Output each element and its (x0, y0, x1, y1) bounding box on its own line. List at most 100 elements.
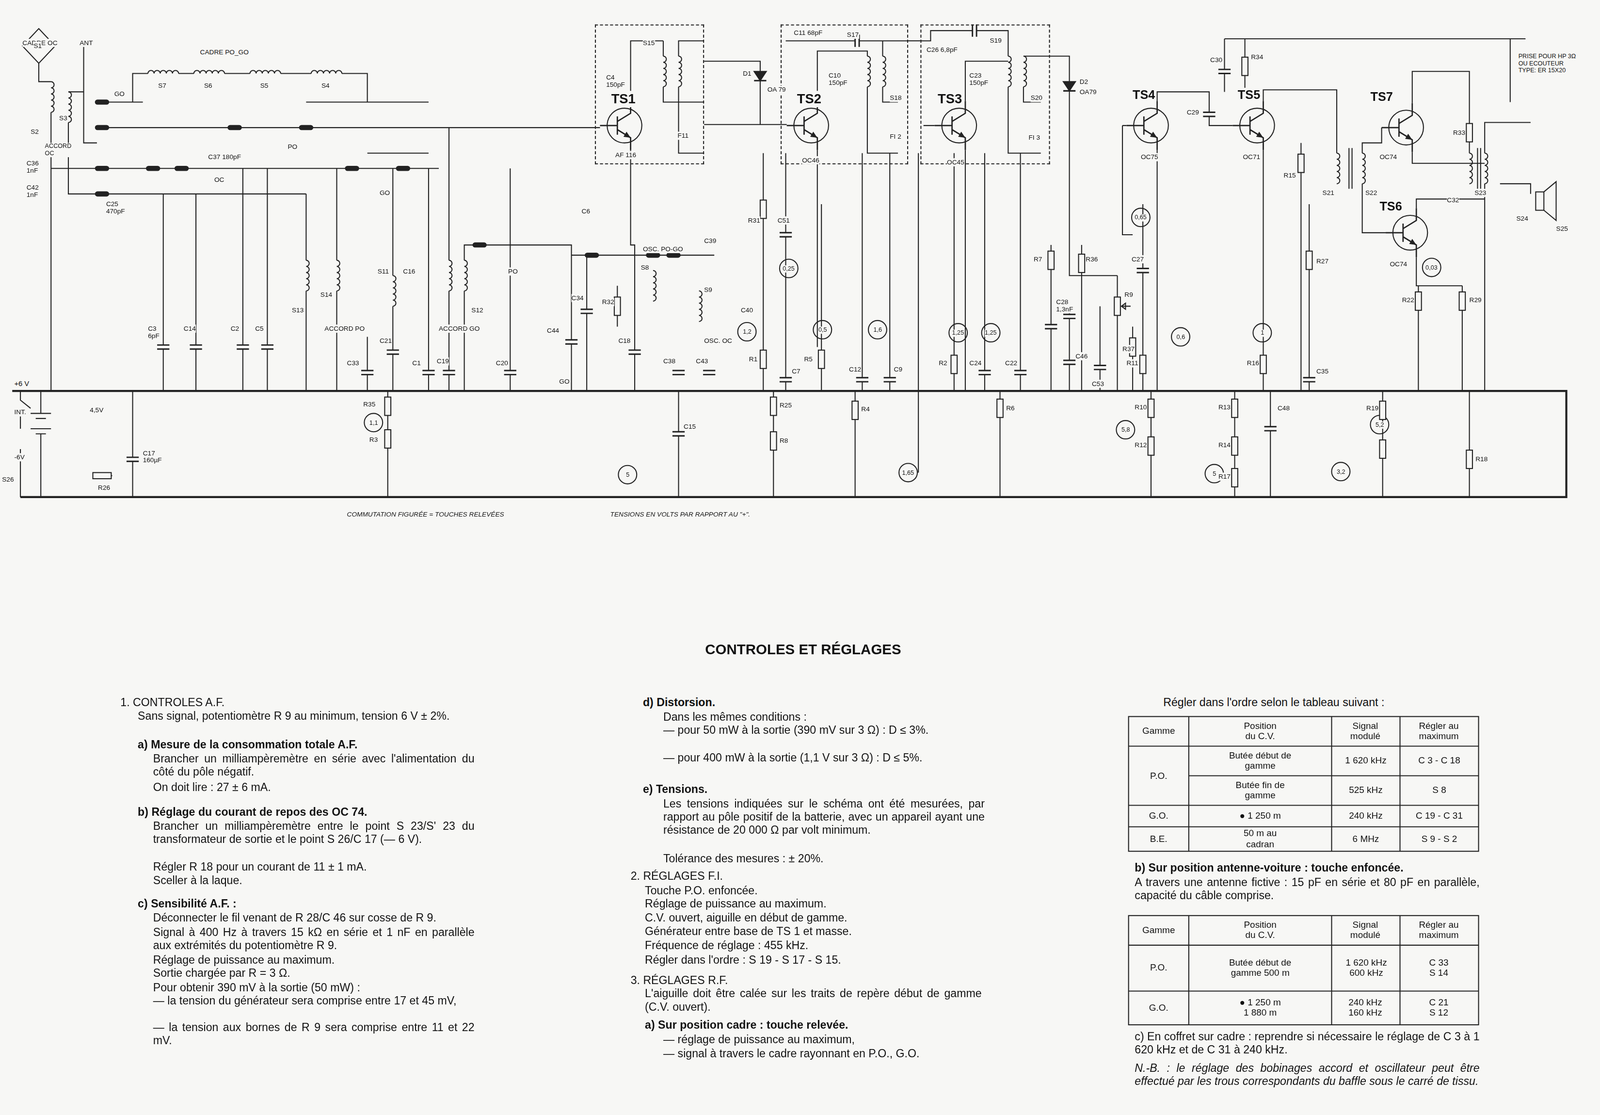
table-cell: S 9 - S 2 (1400, 832, 1479, 845)
component-label: R16 (1247, 359, 1260, 368)
component-label: PO (508, 267, 518, 275)
component-label: OSC. PO-GO (642, 244, 684, 253)
table-cell: Signal modulé (1339, 720, 1391, 742)
component-label: C39 (704, 236, 717, 245)
component-label: S2 (30, 127, 39, 136)
table-cell: Position du C.V. (1239, 720, 1281, 742)
component-label: R4 (861, 405, 870, 414)
note-text: b) Réglage du courant de repos des OC 74… (137, 805, 475, 819)
component-label: R25 (779, 400, 792, 409)
note-text: Brancher un milliampèremètre entre le po… (153, 819, 475, 847)
table-cell: P.O. (1128, 962, 1189, 974)
component-label: GO (559, 377, 570, 386)
component-label: PRISE POUR HP 3Ω OU ECOUTEUR TYPE: ER 15… (1518, 52, 1582, 75)
component-label: -6V (14, 452, 25, 461)
component-label: R29 (1469, 295, 1482, 304)
component-label: 4,5V (89, 406, 104, 415)
component-label: 160µF (143, 456, 162, 464)
component-label: F11 (677, 131, 689, 140)
component-label: Touche P.O. enfoncée. (644, 883, 758, 898)
component-label: 470pF (106, 207, 126, 215)
note-text: c) En coffret sur cadre : reprendre si n… (1134, 1029, 1480, 1057)
component-label: C14 (183, 324, 196, 333)
component-label: AF 116 (615, 150, 637, 159)
component-label: R37 (1122, 344, 1135, 353)
component-label: R15 (1283, 171, 1296, 180)
component-label: R5 (803, 354, 813, 363)
component-label: C35 (1316, 367, 1329, 376)
voltage-value: 0,25 (782, 264, 795, 272)
component-label: R31 (748, 216, 761, 224)
component-label: a) Sur position cadre : touche relevée. (644, 1018, 848, 1032)
component-label: C44 (546, 326, 560, 335)
component-label: Dans les mêmes conditions : (663, 710, 807, 724)
note-text: Déconnecter le fil venant de R 28/C 46 s… (153, 911, 475, 925)
note-text: — la tension du générateur sera comprise… (153, 993, 475, 1008)
component-label: S3 (59, 114, 68, 123)
table-cell: 240 kHz 160 kHz (1344, 996, 1386, 1019)
component-label: ACCORD PO (324, 324, 365, 333)
note-text: — la tension aux bornes de R 9 sera comp… (153, 1020, 475, 1048)
component-label: S26 (1, 475, 14, 484)
component-label: C46 (1075, 352, 1088, 360)
component-label: e) Tensions. (642, 782, 708, 797)
voltage-value: 1,6 (873, 325, 883, 334)
component-label: OC74 (1379, 153, 1397, 161)
component-label: R14 (1218, 440, 1231, 449)
shield-box: TS2OC46FI 2 (780, 24, 909, 165)
signal-wire (908, 40, 921, 42)
component-label: S23 (1474, 188, 1487, 197)
component-label: C15 (683, 422, 696, 431)
component-label: OC71 (1242, 153, 1261, 161)
transistor-label: TS2 (797, 90, 822, 107)
component-label: C5 (255, 324, 264, 333)
component-label: OC46 (801, 156, 820, 164)
voltage-value: 1 (1260, 329, 1264, 337)
voltage-value: 0,65 (1134, 213, 1147, 222)
component-label: c) Sensibilité A.F. : (137, 896, 237, 911)
component-label: OC (214, 175, 225, 184)
table-cell: C 21 S 12 (1426, 996, 1452, 1019)
component-label: R6 (1006, 403, 1015, 412)
component-label: S6 (204, 81, 213, 90)
table-cell: C 33 S 14 (1426, 956, 1452, 979)
component-label: — réglage de puissance au maximum, (663, 1032, 855, 1047)
component-label: S1 (33, 41, 42, 50)
transistor-label: TS3 (937, 90, 962, 107)
voltage-value: 5,2 (1375, 420, 1385, 429)
component-label: C29 (1186, 108, 1200, 116)
component-label: CADRE PO_GO (200, 48, 249, 56)
note-text: Brancher un milliampèremètre en série av… (153, 752, 475, 780)
component-label: R27 (1316, 256, 1329, 265)
component-label: 1,3nF (1056, 304, 1073, 313)
component-label: C9 (894, 365, 903, 373)
component-label: D2 (1079, 77, 1088, 86)
component-label: PO (287, 143, 298, 151)
component-label: Pour obtenir 390 mV à la sortie (50 mW) … (153, 980, 361, 995)
signal-wire (704, 124, 781, 126)
component-label: Régler R 18 pour un courant de 11 ± 1 mA… (153, 860, 368, 874)
component-label: C2 (230, 324, 240, 333)
table-cell: S 8 (1400, 784, 1479, 796)
component-label: R10 (1134, 402, 1147, 411)
component-label: C53 (1091, 379, 1104, 388)
component-label: S11 (377, 267, 389, 275)
component-label: C6 (581, 207, 591, 215)
note-text: L'aiguille doit être calée sur les trait… (644, 986, 982, 1014)
table-cell: Butée début de gamme 500 m (1222, 956, 1298, 979)
component-label: 3. RÉGLAGES R.F. (630, 973, 729, 988)
table-cell: Gamme (1128, 924, 1189, 936)
table-cell: ● 1 250 m (1188, 810, 1332, 822)
component-label: Tolérance des mesures : ± 20%. (663, 851, 824, 866)
table-cell: 50 m au cadran (1229, 827, 1291, 850)
component-label: INT. (14, 408, 26, 416)
component-label: C11 68pF (793, 28, 823, 37)
transistor-label: TS1 (611, 90, 636, 107)
component-label: C38 (663, 357, 676, 366)
note-text: Les tensions indiquées sur le schéma ont… (663, 797, 985, 838)
component-label: C1 (412, 359, 421, 368)
component-label: ACCORD GO (438, 324, 480, 333)
component-label: R9 (1124, 290, 1133, 299)
component-label: C7 (791, 367, 800, 376)
component-label: R1 (749, 354, 758, 363)
